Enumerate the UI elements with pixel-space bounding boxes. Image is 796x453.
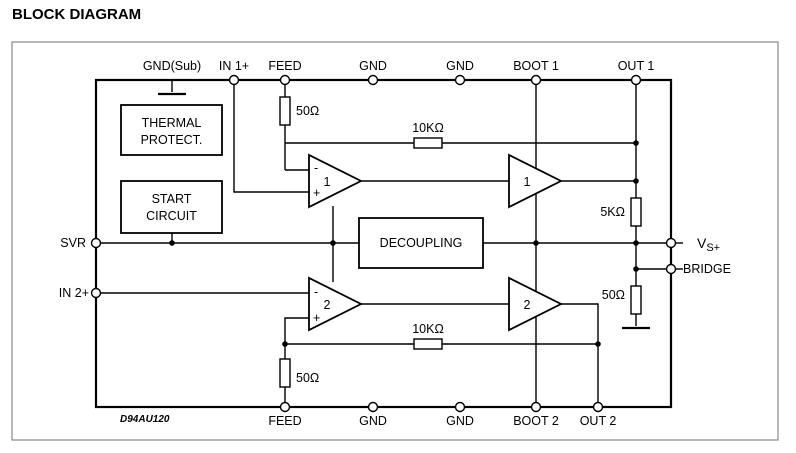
label-gnd-bottom-a: GND [359, 414, 387, 428]
r-5k-label: 5KΩ [600, 205, 625, 219]
preamp-2-plus: + [313, 311, 320, 325]
r-fb-top-label: 10KΩ [412, 121, 444, 135]
pin-vs [665, 237, 677, 249]
start-label-1: START [152, 192, 192, 206]
thermal-protect-block [120, 104, 223, 156]
label-vs-sub: S+ [706, 242, 720, 254]
label-out1: OUT 1 [618, 59, 655, 73]
pin-bridge [665, 263, 677, 275]
block-diagram-title: BLOCK DIAGRAM [12, 6, 142, 23]
label-out2: OUT 2 [580, 414, 617, 428]
resistor-5k [630, 197, 642, 227]
label-gnd-top-b: GND [446, 59, 474, 73]
pin-svr [90, 237, 102, 249]
outer-frame [11, 41, 779, 441]
label-boot2: BOOT 2 [513, 414, 559, 428]
label-gnd-top-a: GND [359, 59, 387, 73]
label-vs: VS+ [697, 235, 720, 254]
pin-out2 [592, 401, 604, 413]
label-feed-bottom: FEED [268, 414, 301, 428]
wires [96, 80, 683, 407]
start-circuit-block [120, 180, 223, 234]
pin-boot1 [530, 74, 542, 86]
r-feed-bottom-label: 50Ω [296, 371, 319, 385]
label-gnd-sub: GND(Sub) [143, 59, 201, 73]
power-amp-2-label: 2 [524, 298, 531, 312]
resistor-feed-top [279, 96, 291, 126]
power-amp-1 [508, 153, 564, 209]
label-gnd-bottom-b: GND [446, 414, 474, 428]
r-50-right-label: 50Ω [602, 288, 625, 302]
thermal-label-1: THERMAL [142, 116, 202, 130]
pin-boot2 [530, 401, 542, 413]
resistor-feedback-top [413, 137, 443, 149]
label-bridge: BRIDGE [683, 262, 731, 276]
r-feed-top-label: 50Ω [296, 104, 319, 118]
label-in1: IN 1+ [219, 59, 249, 73]
decoupling-block [358, 217, 484, 269]
r-fb-bottom-label: 10KΩ [412, 322, 444, 336]
label-in2: IN 2+ [59, 286, 89, 300]
pin-gnd-top-a [367, 74, 379, 86]
pin-in1 [228, 74, 240, 86]
power-amp-2 [508, 276, 564, 332]
pin-feed-top [279, 74, 291, 86]
diagram-ref-code: D94AU120 [120, 414, 170, 425]
preamp-1-plus: + [313, 186, 320, 200]
pins [90, 74, 677, 413]
preamp-2-label: 2 [324, 298, 331, 312]
pin-gnd-top-b [454, 74, 466, 86]
label-svr: SVR [60, 236, 86, 250]
resistors [279, 96, 642, 388]
preamp-1-minus: - [314, 161, 318, 175]
label-feed-top: FEED [268, 59, 301, 73]
resistor-50-right [630, 285, 642, 315]
power-amp-1-label: 1 [524, 175, 531, 189]
preamp-1 [308, 153, 364, 209]
decoupling-label: DECOUPLING [380, 236, 463, 250]
label-vs-main: V [697, 235, 707, 251]
pin-in2 [90, 287, 102, 299]
pin-gnd-bottom-b [454, 401, 466, 413]
pin-feed-bottom [279, 401, 291, 413]
junction-dots [169, 140, 639, 347]
preamp-2-minus: - [314, 285, 318, 299]
resistor-feed-bottom [279, 358, 291, 388]
start-label-2: CIRCUIT [146, 209, 197, 223]
preamp-2 [308, 276, 364, 332]
pin-gnd-bottom-a [367, 401, 379, 413]
resistor-feedback-bottom [413, 338, 443, 350]
pin-out1 [630, 74, 642, 86]
preamp-1-label: 1 [324, 175, 331, 189]
label-boot1: BOOT 1 [513, 59, 559, 73]
thermal-label-2: PROTECT. [141, 133, 203, 147]
